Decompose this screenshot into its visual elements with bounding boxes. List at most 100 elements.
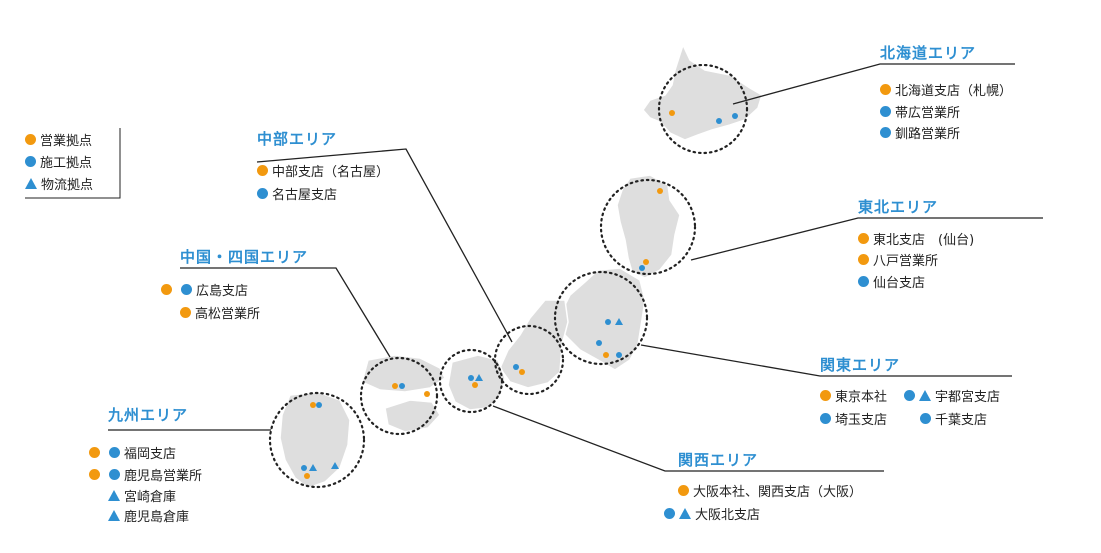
sales-dot-icon (257, 165, 268, 176)
legend-construction-label: 施工拠点 (40, 155, 93, 171)
construction-dot-icon (25, 155, 36, 167)
leader-lines (108, 63, 1043, 472)
kyushu-item: 鹿児島営業所 (89, 465, 202, 484)
sales-dot-icon (820, 390, 831, 401)
hokkaido-item: 北海道支店（札幌） (880, 80, 1012, 99)
kushiro-label: 釧路営業所 (895, 127, 961, 142)
construction-dot-icon (880, 106, 891, 117)
legend-bracket (25, 128, 121, 199)
chubu-title: 中部エリア (257, 130, 338, 148)
osaka-hq-label: 大阪本社、関西支店（大阪） (693, 485, 863, 500)
tohoku-branch-label: 東北支店 (仙台) (873, 233, 975, 248)
chiba-label: 千葉支店 (935, 413, 988, 428)
logistics-triangle-icon (919, 390, 931, 401)
legend-construction: 施工拠点 (25, 150, 120, 172)
tohoku-title: 東北エリア (858, 198, 939, 216)
hachinohe-label: 八戸営業所 (873, 254, 939, 269)
utsunomiya-warehouse-marker (615, 318, 623, 325)
legend-logistics: 物流拠点 (25, 172, 120, 194)
hokkaido-item: 帯広営業所 (880, 102, 960, 121)
chugoku-circle (359, 356, 439, 436)
nagoya-orange-marker (519, 369, 525, 375)
obihiro-marker (716, 118, 722, 124)
kansai-circle (438, 348, 504, 414)
miyazaki-warehouse-marker (331, 462, 339, 469)
kanto-title: 関東エリア (820, 356, 901, 374)
kagoshima-orange-marker (304, 473, 310, 479)
nagoya-label: 名古屋支店 (272, 188, 338, 203)
utsunomiya-marker (605, 319, 611, 325)
kanto-item: 埼玉支店 (820, 409, 887, 428)
sales-dot-icon (89, 469, 100, 480)
kagoshima-warehouse-label: 鹿児島倉庫 (124, 510, 190, 525)
legend-sales-label: 営業拠点 (40, 133, 93, 149)
kanto-item: 千葉支店 (920, 409, 987, 428)
region-circles (268, 63, 749, 489)
logistics-triangle-icon (25, 177, 37, 189)
construction-dot-icon (109, 447, 120, 458)
obihiro-label: 帯広営業所 (895, 106, 961, 121)
kyushu-circle (268, 391, 366, 489)
construction-dot-icon (257, 188, 268, 199)
logistics-triangle-icon (108, 490, 120, 501)
tohoku-circle (599, 178, 697, 276)
logistics-triangle-icon (108, 510, 120, 521)
kanto-circle (553, 270, 649, 366)
legend-logistics-label: 物流拠点 (41, 177, 94, 193)
kansai-title: 関西エリア (678, 451, 759, 469)
tokyo-label: 東京本社 (835, 390, 888, 405)
hachinohe-marker (657, 188, 663, 194)
logistics-triangle-icon (679, 508, 691, 519)
kanto-item: 東京本社 (820, 386, 887, 405)
chugoku-item: 広島支店 (161, 280, 248, 299)
construction-dot-icon (109, 469, 120, 480)
chugoku-title: 中国・四国エリア (180, 248, 309, 266)
chubu-item: 名古屋支店 (257, 184, 337, 203)
tohoku-item: 八戸営業所 (858, 250, 938, 269)
kyushu-title: 九州エリア (108, 406, 189, 424)
sapporo-marker (669, 110, 675, 116)
osaka-north-label: 大阪北支店 (695, 508, 761, 523)
sales-dot-icon (880, 84, 891, 95)
osaka-blue-marker (468, 375, 474, 381)
construction-dot-icon (880, 127, 891, 138)
nagoya-blue-marker (513, 364, 519, 370)
saitama-label: 埼玉支店 (835, 413, 888, 428)
miyazaki-label: 宮崎倉庫 (124, 490, 177, 505)
osaka-orange-marker (472, 382, 478, 388)
hokkaido-title: 北海道エリア (880, 44, 977, 62)
tokyo-marker (603, 352, 609, 358)
chiba-marker (616, 352, 622, 358)
kyushu-item: 鹿児島倉庫 (108, 506, 189, 525)
construction-dot-icon (664, 508, 675, 519)
chubu-branch-label: 中部支店（名古屋） (272, 165, 390, 180)
osaka-warehouse-marker (475, 374, 483, 381)
sales-dot-icon (858, 254, 869, 265)
hokkaido-circle (657, 63, 749, 155)
tohoku-item: 仙台支店 (858, 272, 925, 291)
takamatsu-label: 高松営業所 (195, 307, 261, 322)
legend-sales: 営業拠点 (25, 128, 120, 150)
sales-dot-icon (678, 485, 689, 496)
sendai-label: 仙台支店 (873, 276, 926, 291)
hiroshima-label: 広島支店 (196, 284, 249, 299)
chubu-item: 中部支店（名古屋） (257, 161, 389, 180)
legend: 営業拠点 施工拠点 物流拠点 (25, 128, 120, 198)
construction-dot-icon (820, 413, 831, 424)
sales-dot-icon (161, 284, 172, 295)
sales-dot-icon (858, 233, 869, 244)
construction-dot-icon (920, 413, 931, 424)
kansai-item: 大阪本社、関西支店（大阪） (678, 481, 862, 500)
kyushu-item: 宮崎倉庫 (108, 486, 176, 505)
tohoku-item: 東北支店 (仙台) (858, 229, 974, 248)
kagoshima-office-label: 鹿児島営業所 (124, 469, 203, 484)
map-markers (301, 110, 738, 479)
construction-dot-icon (181, 284, 192, 295)
sendai-orange-marker (643, 259, 649, 265)
kansai-item: 大阪北支店 (664, 504, 760, 523)
hokkaido-item: 釧路営業所 (880, 123, 960, 142)
saitama-marker (596, 340, 602, 346)
kyushu-item: 福岡支店 (89, 443, 176, 462)
fukuoka-blue-marker (316, 402, 322, 408)
